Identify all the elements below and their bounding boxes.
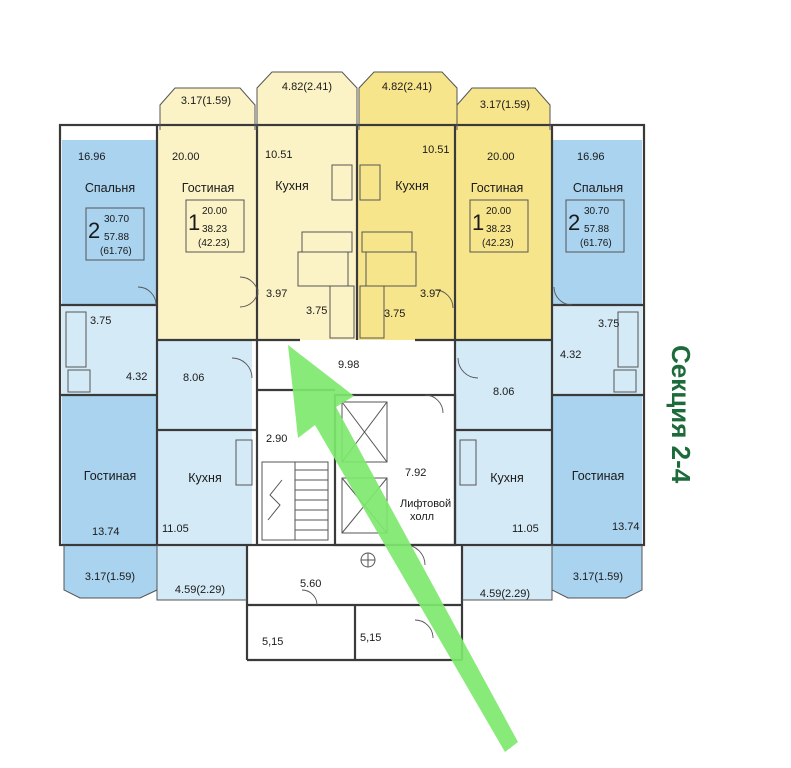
stair-top-area: 2.90 [266, 433, 287, 445]
living-bl-name: Гостиная [84, 469, 136, 483]
apartment-tl-bedroom-zone [62, 140, 157, 305]
lift-hall-area: 7.92 [405, 467, 426, 479]
entrance-arrow [288, 345, 518, 752]
hall-far-l-area: 4.32 [126, 371, 147, 383]
walls [58, 123, 646, 662]
apt-cr-rooms: 1 [472, 210, 484, 235]
kitchen-tl-area: 10.51 [265, 149, 293, 161]
apt-cl-living: 20.00 [202, 206, 227, 217]
balcony-br-small-zone [552, 545, 642, 598]
kitchen-br-name: Кухня [490, 471, 523, 485]
balcony-bl-small-label: 3.17(1.59) [85, 571, 135, 583]
apartment-bl-hall-zone [62, 305, 157, 395]
kitchen-appliances [235, 439, 477, 486]
apartment-br-kitchen-zone [455, 340, 552, 545]
apt-cl-total: 38.23 [202, 224, 227, 235]
apt-cl-total-balc: (42.23) [198, 238, 230, 249]
kitchen-tr-name: Кухня [395, 179, 428, 193]
apartment-cr-living-zone [457, 130, 552, 340]
apt-tr-rooms: 2 [568, 210, 580, 235]
hall-l-area: 3.97 [266, 288, 287, 300]
kitchen-tr-area: 10.51 [422, 144, 450, 156]
apartment-bl-living-zone [62, 395, 157, 545]
balcony-tc-left-label: 4.82(2.41) [282, 81, 332, 93]
lift-hall-name-1: Лифтовой [400, 498, 451, 510]
apartment-cl-living-zone [157, 130, 257, 340]
apt-tl-total: 57.88 [104, 232, 129, 243]
apt-tl-rooms: 2 [88, 218, 100, 243]
balcony-br-wide-label: 4.59(2.29) [480, 588, 530, 600]
hall-far-r-area: 4.32 [560, 349, 581, 361]
kitchen-bl-area: 11.05 [162, 523, 189, 535]
apt-cl-room-name: Гостиная [182, 181, 234, 195]
balcony-tr-small-zone [457, 88, 550, 130]
bath-r-area: 3.75 [384, 308, 405, 320]
living-br-name: Гостиная [572, 469, 624, 483]
lift-hall-name-2: холл [410, 511, 434, 523]
hall-r-area: 3.97 [420, 288, 441, 300]
bathrooms-center [297, 164, 417, 339]
balcony-tl-small-zone [160, 88, 255, 130]
balcony-outlines [63, 71, 643, 601]
apt-cl-rooms: 1 [188, 210, 200, 235]
apartment-bl-kitchen-zone [157, 340, 252, 545]
kitchen-bl-name: Кухня [188, 471, 221, 485]
door-swings [137, 276, 573, 639]
balcony-tl-small-label: 3.17(1.59) [181, 95, 231, 107]
balcony-tc-right-label: 4.82(2.41) [382, 81, 432, 93]
balcony-tr-small-label: 3.17(1.59) [480, 99, 530, 111]
apartment-br-living-zone [552, 395, 642, 545]
apartment-tr-bedroom-zone [552, 140, 642, 305]
balcony-tc-right-zone [359, 72, 457, 130]
apt-tr-room-name: Спальня [573, 181, 623, 195]
apt-tl-living: 30.70 [104, 214, 129, 225]
vestibule-area: 5.60 [300, 578, 321, 590]
apt-tl-total-balc: (61.76) [100, 246, 132, 257]
bath-far-l-area: 3.75 [90, 315, 111, 327]
kitchen-tl-name: Кухня [275, 179, 308, 193]
apt-tl-room-name: Спальня [85, 181, 135, 195]
balcony-br-wide-zone [462, 545, 552, 600]
apt-tl-room-area: 16.96 [78, 151, 106, 163]
apartment-br-hall-zone [552, 305, 642, 395]
balcony-tc-left-zone [257, 72, 357, 130]
living-br-area: 13.74 [612, 521, 640, 533]
apt-cr-total: 38.23 [486, 224, 511, 235]
staircase [261, 461, 329, 541]
balcony-bl-small-zone [64, 545, 157, 598]
apt-cr-living: 20.00 [486, 206, 511, 217]
apt-cr-total-balc: (42.23) [482, 238, 514, 249]
bath-l-area: 3.75 [306, 305, 327, 317]
apartment-summary-boxes [85, 199, 625, 261]
apartment-cr-kitchen-zone [357, 130, 457, 340]
apt-cr-room-area: 20.00 [487, 151, 515, 163]
tambour-l-area: 5,15 [262, 636, 283, 648]
balcony-bl-wide-zone [157, 545, 247, 600]
apt-tr-total-balc: (61.76) [580, 238, 612, 249]
balcony-br-small-label: 3.17(1.59) [573, 571, 623, 583]
living-bl-area: 13.74 [92, 526, 120, 538]
apt-cr-room-name: Гостиная [471, 181, 523, 195]
apt-tr-room-area: 16.96 [577, 151, 605, 163]
bath-far-r-area: 3.75 [598, 318, 619, 330]
tambour-r-area: 5,15 [360, 632, 381, 644]
bathrooms-side [65, 311, 639, 393]
hall-mid-r-area: 8.06 [493, 386, 514, 398]
section-label: Секция 2-4 [666, 345, 696, 484]
apt-cl-room-area: 20.00 [172, 151, 200, 163]
kitchen-br-area: 11.05 [512, 523, 539, 535]
apt-tr-total: 57.88 [584, 224, 609, 235]
apt-tr-living: 30.70 [584, 206, 609, 217]
balcony-bl-wide-label: 4.59(2.29) [175, 584, 225, 596]
corridor-area: 9.98 [338, 359, 359, 371]
hall-mid-l-area: 8.06 [183, 372, 204, 384]
